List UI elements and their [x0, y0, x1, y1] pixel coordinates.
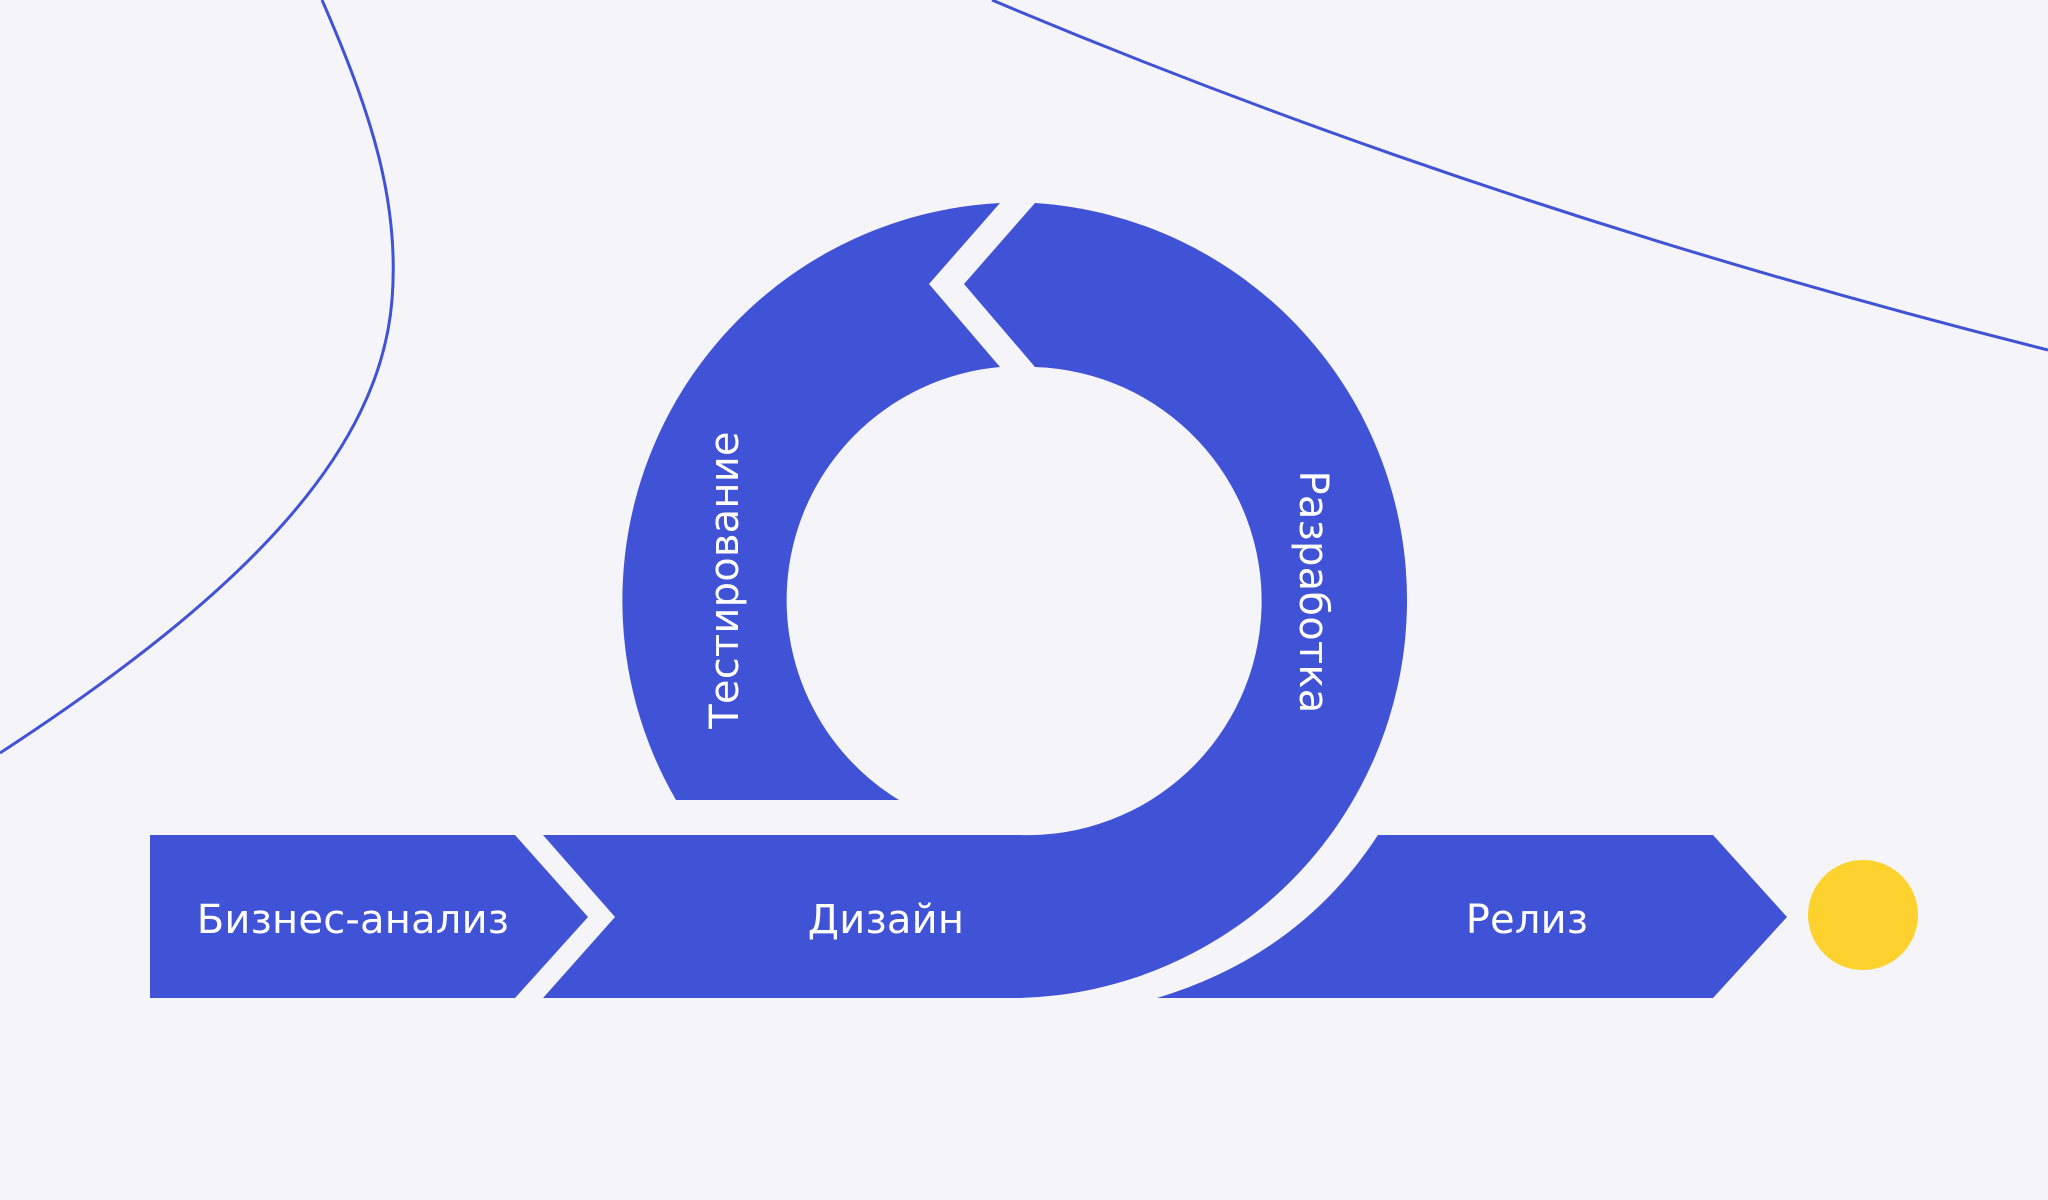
stage-label-design: Дизайн [807, 897, 965, 943]
stage-release-shape[interactable] [1157, 835, 1787, 998]
stage-label-release: Релиз [1465, 897, 1589, 943]
decorative-curve-left [0, 0, 395, 755]
end-marker-circle [1808, 860, 1918, 970]
stage-business-analysis-shape[interactable] [150, 835, 588, 998]
stage-design-development-shape[interactable] [543, 203, 1408, 998]
stage-testing-shape[interactable] [622, 203, 1000, 800]
decorative-curve-top-right [991, 0, 2048, 352]
stage-label-business-analysis: Бизнес-анализ [196, 897, 510, 943]
stage-label-testing: Тестирование [702, 431, 748, 729]
stage-label-development: Разработка [1290, 470, 1336, 714]
